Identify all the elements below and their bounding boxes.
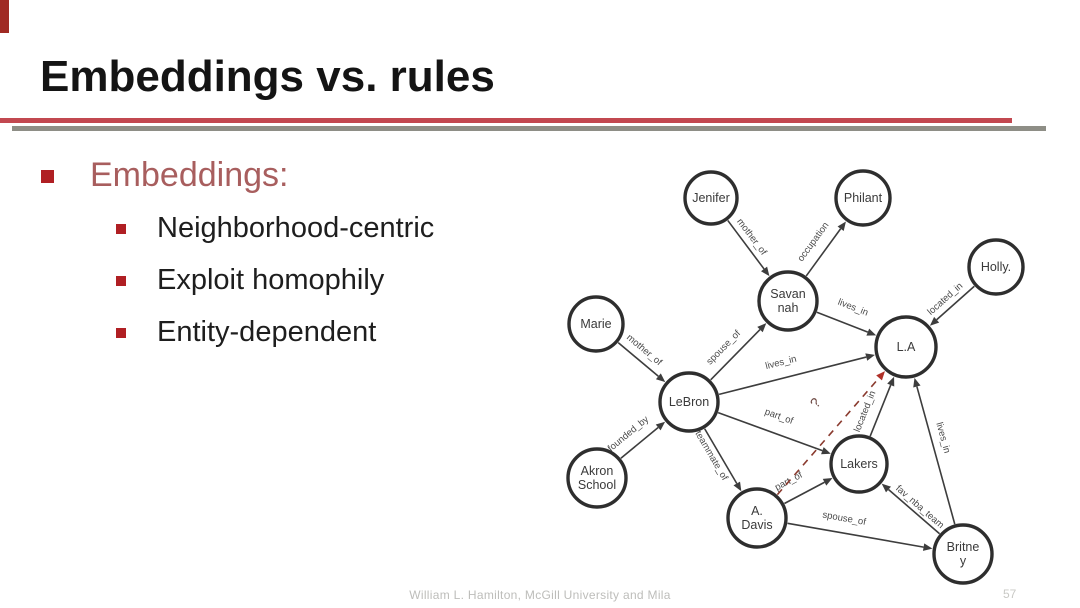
bullet-square-level1 — [41, 170, 54, 183]
slide-number: 57 — [1003, 587, 1017, 601]
graph-node-la — [874, 315, 938, 379]
edge-arrowhead-britney-lakers — [881, 483, 891, 493]
node-label-davis: A. — [751, 504, 763, 518]
node-label-holly: Holly. — [981, 260, 1011, 274]
node-label-lebron: LeBron — [669, 395, 709, 409]
node-label-savannah: Savan — [770, 287, 805, 301]
edge-line-savannah-philant — [805, 228, 842, 277]
node-label-davis: Davis — [741, 518, 772, 532]
edge-arrowhead-akron-lebron — [655, 421, 666, 431]
edge-label-britney-la: lives_in — [933, 421, 952, 454]
graph-node-savannah — [757, 270, 819, 332]
title-underline-gray — [12, 126, 1046, 131]
edge-label-savannah-la: lives_in — [836, 297, 870, 319]
bullet-square-item-1 — [116, 224, 126, 234]
edge-label-marie-lebron: mother_of — [624, 332, 664, 368]
edge-line-jenifer-savannah — [727, 219, 765, 270]
edge-line-akron-lebron — [620, 426, 659, 459]
edge-line-lebron-savannah — [710, 329, 761, 381]
graph-node-davis — [726, 487, 788, 549]
graph-node-britney — [932, 523, 994, 585]
edge-label-britney-lakers: fav_nba_team — [893, 483, 946, 531]
graph-node-jenifer — [683, 170, 739, 226]
graph-node-philant — [834, 169, 892, 227]
edge-line-davis-britney — [787, 522, 924, 548]
graph-node-lebron — [658, 371, 720, 433]
node-label-britney: Britne — [947, 540, 980, 554]
edge-label-davis-britney: spouse_of — [822, 510, 867, 528]
bullet-square-item-2 — [116, 276, 126, 286]
edge-label-akron-lebron: founded_by — [606, 414, 651, 454]
edge-arrowhead-lebron-davis — [733, 481, 742, 492]
edge-line-lebron-davis — [703, 428, 738, 484]
node-label-lakers: Lakers — [840, 457, 878, 471]
edge-arrowhead-britney-la — [913, 377, 921, 388]
edge-arrowhead-davis-britney — [922, 543, 933, 551]
bullet-heading: Embeddings: — [90, 156, 289, 194]
edge-arrowhead-jenifer-savannah — [761, 266, 770, 277]
edge-line-lebron-lakers — [717, 411, 823, 452]
bullet-item-1: Neighborhood-centric — [157, 212, 435, 244]
edge-line-marie-lebron — [617, 342, 659, 377]
edge-line-lakers-la — [869, 384, 892, 437]
edge-arrowhead-savannah-philant — [837, 221, 846, 231]
edge-line-lebron-la — [718, 356, 867, 396]
node-label-la: L.A — [897, 340, 916, 354]
edge-arrowhead-lebron-la — [865, 353, 875, 361]
edge-arrowhead-davis-lakers — [822, 478, 833, 486]
edge-arrowhead-holly-la — [929, 316, 940, 326]
title-underline-red — [0, 118, 1012, 123]
bullet-item-2: Exploit homophily — [157, 264, 385, 296]
node-label-marie: Marie — [580, 317, 611, 331]
edge-line-davis-lakers — [784, 481, 825, 505]
edge-label-lebron-davis: teammate_of — [692, 429, 730, 483]
edge-arrowhead-lebron-lakers — [821, 447, 831, 455]
bullet-square-item-3 — [116, 328, 126, 338]
edge-label-davis-la: ? — [807, 394, 824, 411]
graph-node-akron — [566, 447, 628, 509]
edge-label-lebron-savannah: spouse_of — [704, 328, 743, 367]
footer-credit: William L. Hamilton, McGill University a… — [409, 588, 671, 602]
edge-arrowhead-lakers-la — [887, 376, 895, 387]
node-label-philant: Philant — [844, 191, 883, 205]
edge-arrowhead-davis-la — [876, 371, 885, 381]
node-label-akron: Akron — [581, 464, 614, 478]
edge-arrowhead-savannah-la — [866, 328, 877, 336]
node-label-savannah: nah — [778, 301, 799, 315]
edge-line-britney-lakers — [887, 488, 941, 535]
bullet-item-3: Entity-dependent — [157, 316, 377, 348]
page-title: Embeddings vs. rules — [40, 52, 495, 101]
graph-node-marie — [567, 295, 625, 353]
node-label-britney: y — [960, 554, 967, 568]
edge-line-savannah-la — [816, 311, 869, 333]
edge-arrowhead-marie-lebron — [655, 373, 666, 383]
slide-accent-corner-bar — [0, 0, 9, 33]
graph-node-holly — [967, 238, 1025, 296]
graph-node-lakers — [829, 434, 889, 494]
edge-arrowhead-lebron-savannah — [757, 323, 767, 333]
node-label-akron: School — [578, 478, 616, 492]
edge-label-lebron-la: lives_in — [764, 354, 797, 372]
edge-label-savannah-philant: occupation — [795, 220, 831, 264]
edge-line-holly-la — [936, 285, 975, 321]
edge-label-lebron-lakers: part_of — [763, 406, 795, 427]
edge-line-britney-la — [916, 386, 956, 525]
node-label-jenifer: Jenifer — [692, 191, 730, 205]
